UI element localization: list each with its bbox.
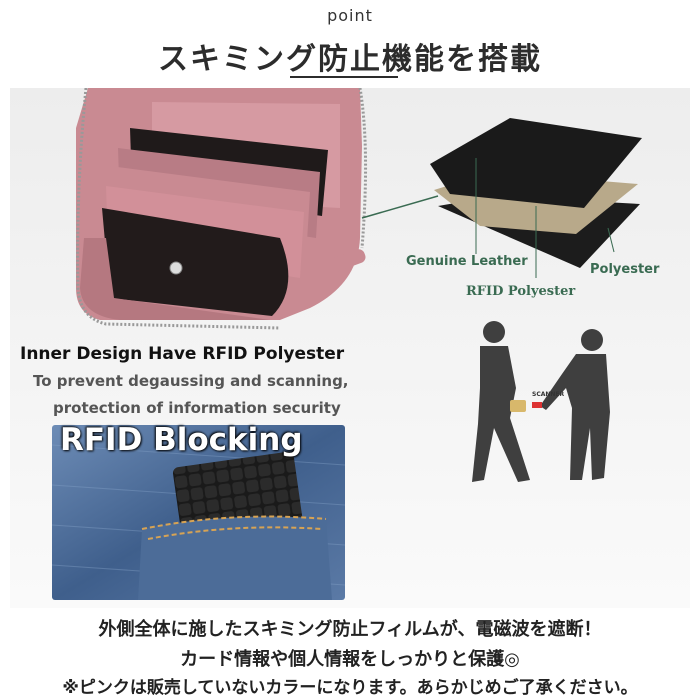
rfid-blocking-label: RFID Blocking [60, 422, 303, 458]
label-polyester: Polyester [590, 262, 660, 277]
pointer-line [361, 195, 439, 219]
inner-design-heading: Inner Design Have RFID Polyester [20, 344, 345, 364]
inner-design-line-1: To prevent degaussing and scanning, [33, 372, 349, 390]
person-head [483, 321, 505, 343]
denim-pocket-image [52, 425, 345, 600]
inner-design-line-2: protection of information security [53, 399, 341, 417]
scanner-person [540, 354, 610, 480]
feature-panel [10, 88, 690, 608]
wallet-illustration [76, 88, 368, 330]
rfid-blocking-photo [52, 425, 345, 600]
point-label: point [327, 6, 373, 25]
title-underline [290, 76, 398, 78]
feature-illustration [10, 88, 690, 608]
layer-genuine-leather [430, 118, 642, 208]
card-icon [510, 400, 526, 412]
skimming-scene [472, 321, 610, 482]
page-title: スキミング防止機能を搭載 [158, 42, 542, 77]
scanner-device-icon [532, 402, 542, 408]
label-genuine-leather: Genuine Leather [406, 254, 528, 269]
footer-line-3: ※ピンクは販売していないカラーになります。あらかじめご了承ください。 [62, 678, 638, 698]
scanner-label: SCANNER [532, 391, 565, 398]
footer-line-2: カード情報や個人情報をしっかりと保護◎ [180, 649, 520, 670]
footer-line-1: 外側全体に施したスキミング防止フィルムが、電磁波を遮断！ [98, 619, 602, 640]
person-head [581, 329, 603, 351]
material-layers [430, 118, 642, 278]
label-rfid-polyester: RFID Polyester [466, 284, 576, 299]
walking-person [472, 346, 530, 482]
